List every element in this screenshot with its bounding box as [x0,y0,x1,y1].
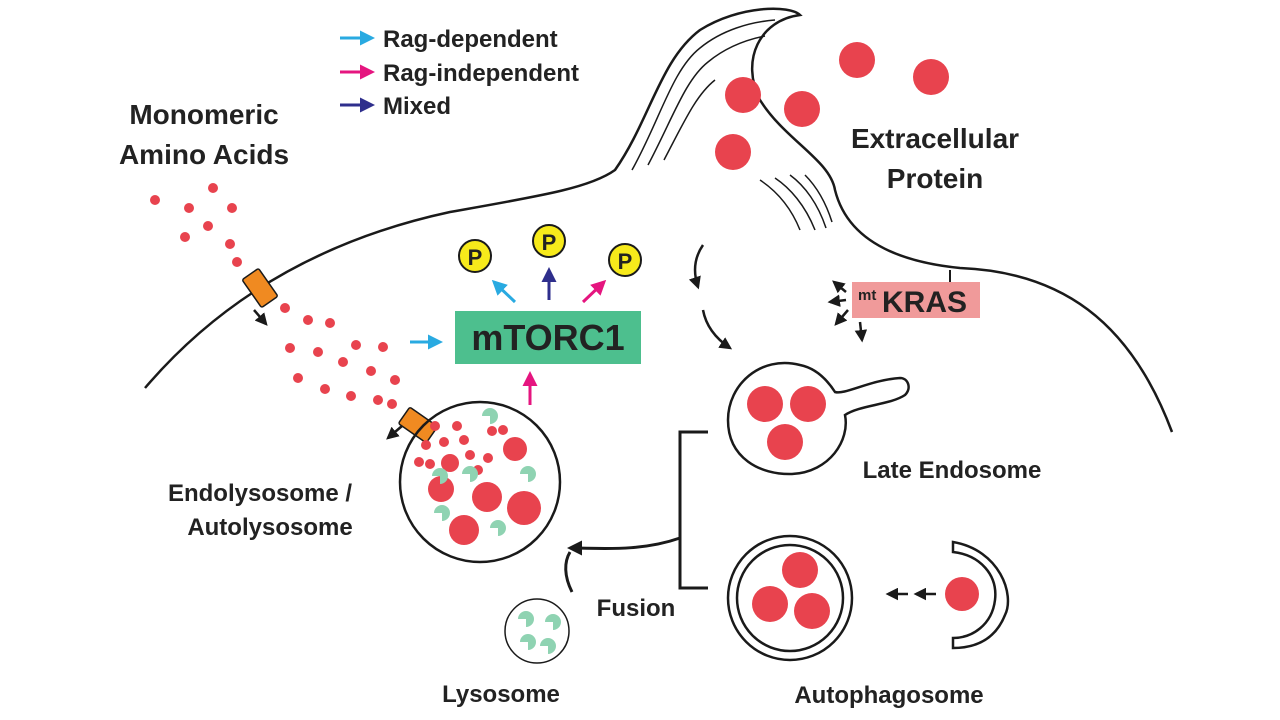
amino-acids-label-line2: Amino Acids [119,139,289,170]
cell-membrane [144,7,1174,433]
transporter-membrane [242,268,278,308]
mtorc1-label: mTORC1 [471,317,624,358]
kras-label: KRAS [882,286,967,319]
lysosome [504,598,570,664]
kras-box [852,282,980,318]
legend-label-rag-independent: Rag-independent [383,60,579,87]
late-endosome-cargo [747,386,826,460]
legend-label-mixed: Mixed [383,93,451,120]
lysosome-enzymes [518,611,561,654]
mtorc1-box [455,311,641,364]
legend: Rag-dependent Rag-independent Mixed [340,26,579,120]
legend-label-rag-dependent: Rag-dependent [383,26,558,53]
protein-dot [715,134,751,170]
protein-dot [839,42,875,78]
arrow-mtorc1-to-p-left [491,279,517,304]
extracellular-protein-label-line2: Protein [887,163,983,194]
phospho-middle-label: P [542,230,557,255]
extracellular-protein-label-line1: Extracellular [851,123,1019,154]
endolysosome-label-line1: Endolysosome / [168,480,352,507]
endolysosome [398,400,562,564]
late-endosome-label: Late Endosome [863,457,1042,484]
efflux-arrow [386,425,403,440]
amino-acid-dots [150,183,400,409]
extracellular-protein-dots [715,42,949,170]
autophagosome-inner [735,543,845,653]
phospho-middle: P [532,224,566,258]
phagophore [951,540,1010,650]
arrow-mtorc1-to-p-right [581,279,607,304]
autophagosome-label: Autophagosome [794,682,983,709]
phospho-right-label: P [618,249,633,274]
kras-signal-arrows [827,280,868,343]
endocytosis-arrow-2 [701,309,733,350]
endolysosome-small-cargo [414,421,508,475]
late-endosome [726,361,910,476]
fusion-bracket [678,430,708,590]
phagophore-cargo [945,577,979,611]
autophagosome-outer [726,534,854,662]
lysosome-fusion-line [564,551,574,593]
endolysosome-label-line2: Autolysosome [187,514,352,541]
membrane-ruffle-lines [631,19,833,231]
lysosome-label: Lysosome [442,681,560,708]
transporter-lysosome [398,407,438,443]
phospho-left: P [458,239,492,273]
fusion-arrow [567,536,681,556]
amino-acids-label-line1: Monomeric [129,99,278,130]
endolysosome-large-cargo [428,437,541,545]
protein-dot [784,91,820,127]
endocytosis-arrow-1 [688,244,705,290]
fusion-label: Fusion [597,595,676,622]
kras-prefix: mt [858,287,876,304]
protein-dot [725,77,761,113]
import-arrow [253,309,268,326]
phospho-left-label: P [468,245,483,270]
autophagosome-cargo [752,552,830,629]
protein-dot [913,59,949,95]
phospho-right: P [608,243,642,277]
